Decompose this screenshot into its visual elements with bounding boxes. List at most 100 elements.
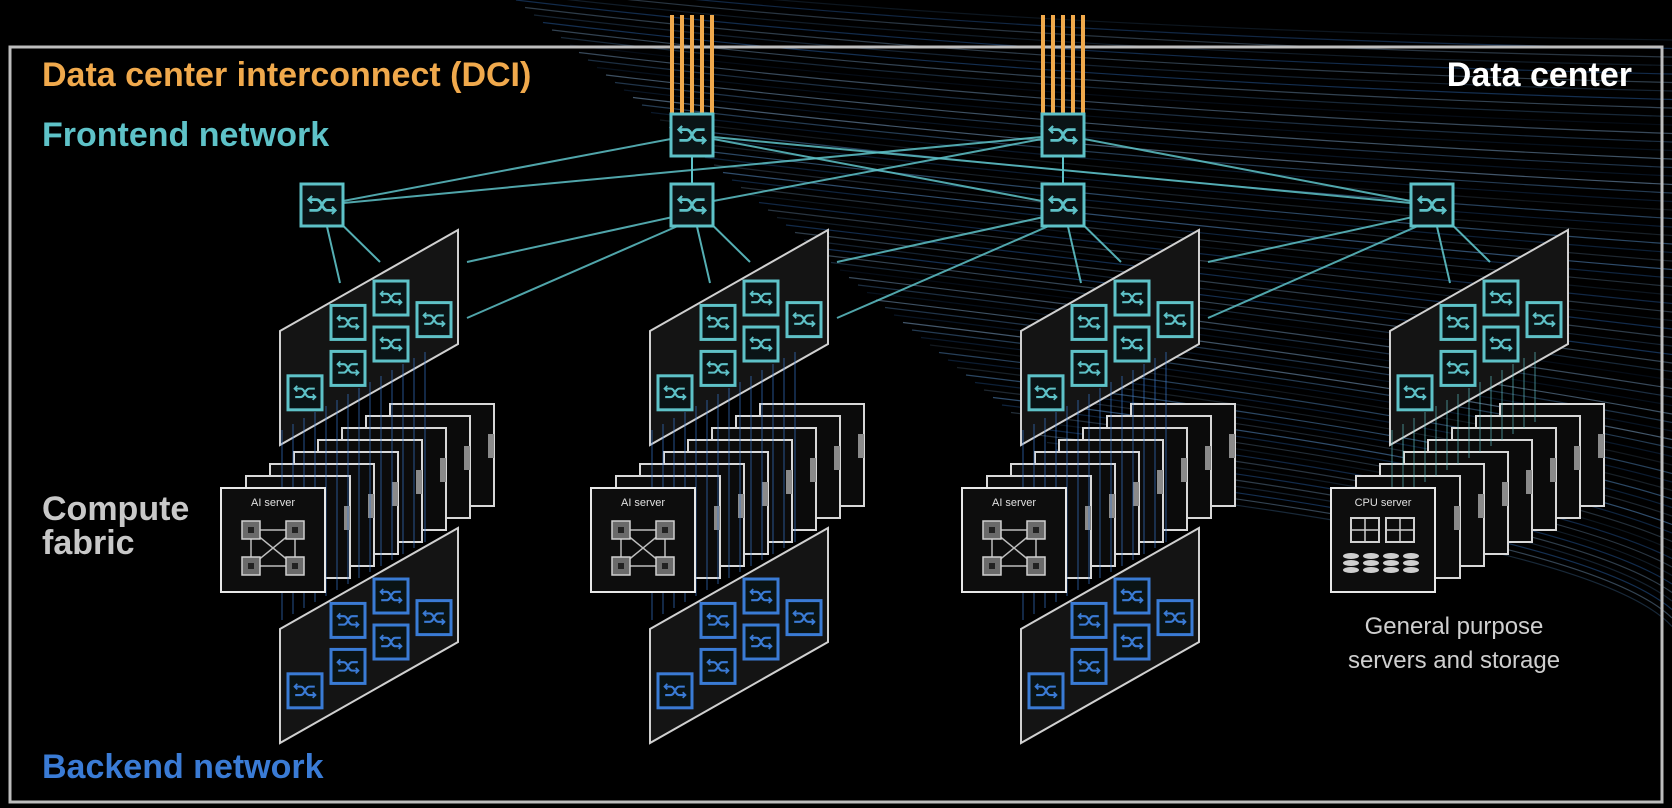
server-port: [786, 470, 792, 494]
plane-switch-icon: [1070, 647, 1108, 685]
plane-switch-icon: [1439, 349, 1477, 387]
light-streak: [569, 44, 1672, 126]
plane-switch-icon: [1070, 349, 1108, 387]
ai-server-card: [961, 487, 1067, 593]
frontend-link: [1062, 134, 1433, 206]
disk-icon: [1343, 567, 1359, 573]
disk-icon: [1363, 560, 1379, 566]
server-port: [834, 446, 840, 470]
server-port: [464, 446, 470, 470]
compute-fabric-line-2: fabric: [42, 524, 135, 562]
plane-switch-icon: [286, 672, 324, 710]
data-center-label: Data center: [1446, 56, 1632, 94]
ai-server-card: [590, 487, 696, 593]
general-purpose-line-2: servers and storage: [1347, 647, 1561, 674]
frontend-plane: [279, 228, 459, 447]
plane-switch-icon: [742, 325, 780, 363]
server-port: [344, 506, 350, 530]
light-streak: [848, 276, 1672, 390]
frontend-switch-icon: [1409, 182, 1455, 228]
plane-switch-icon: [1525, 301, 1563, 339]
plane-switch-icon: [699, 647, 737, 685]
cross-link: [836, 214, 1054, 263]
backend-plane: [279, 526, 459, 745]
cross-link: [836, 221, 1059, 319]
plane-switch-icon: [372, 325, 410, 363]
light-streak: [694, 0, 1672, 50]
plane-switch-icon: [1113, 623, 1151, 661]
disk-icon: [1343, 553, 1359, 559]
plane-switch-icon: [415, 301, 453, 339]
plane-switch-icon: [699, 303, 737, 341]
light-streak: [677, 134, 1672, 228]
frontend-plane: [649, 228, 829, 447]
server-port: [416, 470, 422, 494]
cpu-server-title: CPU server: [1355, 497, 1412, 509]
gpu-mesh-icon: [241, 520, 305, 576]
server-port: [392, 482, 398, 506]
cross-link: [1207, 221, 1428, 319]
light-streak: [830, 261, 1672, 373]
server-port: [1133, 482, 1139, 506]
plane-switch-icon: [1482, 279, 1520, 317]
light-streak: [533, 14, 1672, 92]
light-streak: [641, 104, 1672, 194]
light-streak: [578, 51, 1672, 135]
disk-icon: [1403, 567, 1419, 573]
server-port: [1181, 458, 1187, 482]
plane-switch-icon: [1113, 577, 1151, 615]
light-streak: [566, 0, 1672, 67]
disk-icon: [1363, 567, 1379, 573]
compute-fabric-line-1: Compute: [42, 490, 190, 528]
disk-icon: [1403, 560, 1419, 566]
disk-icon: [1383, 560, 1399, 566]
data-center-frame: [8, 45, 1664, 804]
gpu-mesh-icon: [982, 520, 1046, 576]
cpu-storage-icon: [1343, 517, 1419, 573]
light-streak: [857, 284, 1672, 398]
light-streak: [695, 149, 1672, 245]
ai-server-title: AI server: [992, 497, 1036, 509]
frontend-plane: [1389, 228, 1569, 447]
server-port: [1454, 506, 1460, 530]
plane-switch-icon: [742, 279, 780, 317]
disk-icon: [1343, 560, 1359, 566]
dci-links: [670, 15, 1085, 118]
frontend-link: [691, 134, 1064, 206]
frontend-top-switch-icon: [669, 112, 715, 158]
server-port: [368, 494, 374, 518]
ai-server-card: [220, 487, 326, 593]
server-port: [1157, 470, 1163, 494]
plane-switch-icon: [656, 672, 694, 710]
light-streak: [821, 254, 1672, 364]
frontend-network-label: Frontend network: [42, 116, 330, 154]
disk-icon: [1383, 567, 1399, 573]
server-port: [1502, 482, 1508, 506]
light-streak: [605, 74, 1672, 160]
light-streak: [875, 299, 1672, 415]
cluster-2: AI server: [590, 204, 1059, 745]
server-port: [1085, 506, 1091, 530]
server-port: [1229, 434, 1235, 458]
frontend-switch-icon: [1040, 182, 1086, 228]
plane-switch-icon: [699, 601, 737, 639]
ai-server-title: AI server: [621, 497, 665, 509]
light-streak: [596, 66, 1672, 152]
gpu-mesh-icon: [611, 520, 675, 576]
general-purpose-label: General purpose servers and storage: [1314, 610, 1594, 678]
server-port: [1205, 446, 1211, 470]
backend-plane: [1020, 526, 1200, 745]
plane-switch-icon: [329, 303, 367, 341]
disk-icon: [1403, 553, 1419, 559]
cluster-1: AI server: [220, 204, 688, 745]
server-port: [858, 434, 864, 458]
cross-link: [1207, 214, 1423, 263]
plane-switch-icon: [656, 374, 694, 412]
cluster-3: AI server: [961, 204, 1428, 745]
compute-fabric-label: Compute fabric: [42, 492, 189, 560]
plane-switch-icon: [329, 601, 367, 639]
disk-icon: [1383, 553, 1399, 559]
cross-link: [466, 221, 688, 319]
